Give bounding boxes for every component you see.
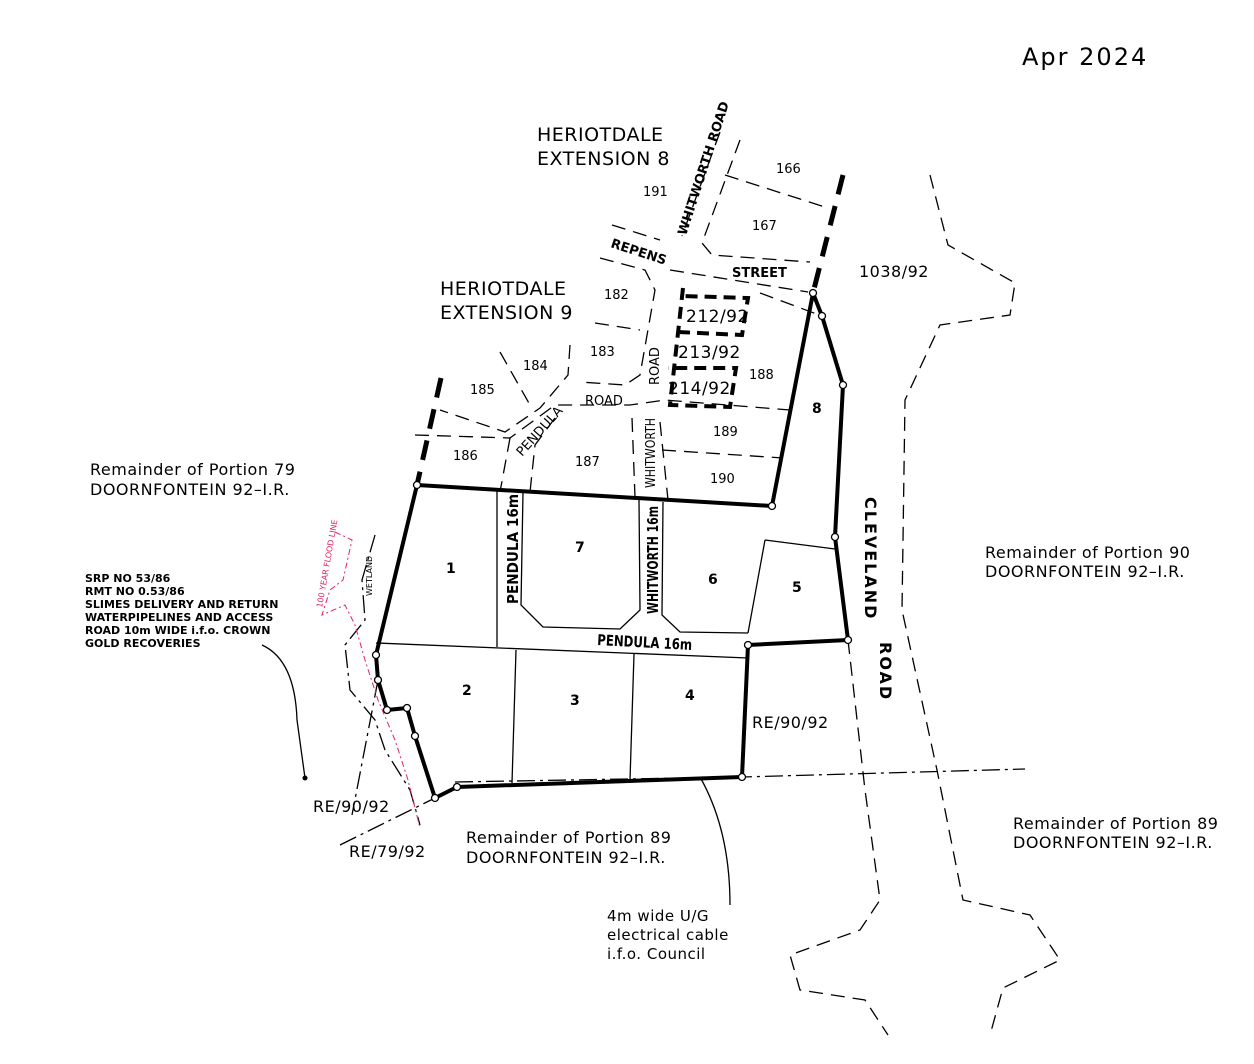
- pendula-label: PENDULA: [514, 404, 567, 460]
- cable-note-line1: 4m wide U/G: [607, 907, 709, 925]
- cable-leader: [699, 776, 731, 906]
- ext9-label-1: HERIOTDALE: [440, 278, 567, 300]
- re-90-92-west: RE/90/92: [313, 797, 390, 816]
- erf-191: 191: [643, 185, 668, 200]
- erf-186: 186: [453, 449, 478, 464]
- note-line: WATERPIPELINES AND ACCESS: [85, 611, 273, 624]
- boundary-extension-north: [810, 174, 846, 294]
- ext8-label-2: EXTENSION 8: [537, 148, 670, 170]
- servitude-note: SRP NO 53/86 RMT NO 0.53/86 SLIMES DELIV…: [85, 572, 278, 650]
- wetland-label: WETLAND: [365, 556, 374, 596]
- erf-185: 185: [470, 383, 495, 398]
- portion-214-92: 214/92: [668, 379, 731, 399]
- remainder-79-line1: Remainder of Portion 79: [90, 460, 295, 479]
- portion-212-213-214-outline: [667, 287, 751, 410]
- portion-1038-92: 1038/92: [859, 262, 929, 281]
- leader-dot: [302, 775, 308, 781]
- plan-date: Apr 2024: [1022, 43, 1148, 71]
- erf-189: 189: [713, 425, 738, 440]
- lot-6: 6: [708, 572, 718, 588]
- pendula-16m-vertical: PENDULA 16m: [504, 494, 522, 604]
- servitude-leader: [261, 644, 306, 779]
- erf-190: 190: [710, 472, 735, 487]
- note-line: SRP NO 53/86: [85, 572, 171, 585]
- lot-1: 1: [446, 561, 456, 577]
- flood-line: [321, 531, 421, 829]
- cleveland-label: CLEVELAND: [861, 497, 880, 620]
- re-90-92-east: RE/90/92: [752, 713, 829, 732]
- cleveland-road-east-edge: [901, 174, 1061, 1036]
- lot-8: 8: [812, 401, 822, 417]
- whitworth-label: WHITWORTH: [644, 418, 659, 488]
- note-line: ROAD 10m WIDE i.f.o. CROWN: [85, 624, 270, 637]
- note-line: GOLD RECOVERIES: [85, 637, 201, 650]
- erf-166: 166: [776, 162, 801, 177]
- whitworth-16m: WHITWORTH 16m: [644, 506, 662, 614]
- road-vertical-label: ROAD: [648, 347, 663, 385]
- note-line: SLIMES DELIVERY AND RETURN: [85, 598, 278, 611]
- erf-182: 182: [604, 288, 629, 303]
- heriotdale-street-lines: [414, 131, 829, 501]
- pendula-16m-horizontal: PENDULA 16m: [597, 631, 693, 654]
- whitworth-road-top-label: WHITWORTH ROAD: [676, 100, 733, 238]
- boundary-extension-west: [414, 377, 444, 486]
- flood-line-label: 100 YEAR FLOOD LINE: [315, 519, 339, 608]
- cable-note-line2: electrical cable: [607, 926, 729, 944]
- erf-183: 183: [590, 345, 615, 360]
- erf-187: 187: [575, 455, 600, 470]
- remainder-79-line2: DOORNFONTEIN 92–I.R.: [90, 480, 290, 499]
- remainder-90-line1: Remainder of Portion 90: [985, 543, 1190, 562]
- remainder-89-right-line2: DOORNFONTEIN 92–I.R.: [1013, 833, 1213, 852]
- street-label: STREET: [732, 266, 787, 281]
- ext9-label-2: EXTENSION 9: [440, 302, 573, 324]
- pendula-road-label: ROAD: [585, 394, 623, 409]
- erf-167: 167: [752, 219, 777, 234]
- erf-184: 184: [523, 359, 548, 374]
- lot-lines: [375, 490, 836, 784]
- remainder-89-center-line1: Remainder of Portion 89: [466, 828, 671, 847]
- repens-label: REPENS: [609, 237, 668, 269]
- remainder-89-center-line2: DOORNFONTEIN 92–I.R.: [466, 848, 666, 867]
- remainder-90-line2: DOORNFONTEIN 92–I.R.: [985, 562, 1185, 581]
- cleveland-road-west-edge: [789, 639, 889, 1036]
- wetland-line: [344, 534, 421, 826]
- lot-7: 7: [575, 540, 585, 556]
- note-line: RMT NO 0.53/86: [85, 585, 185, 598]
- portion-213-92: 213/92: [678, 343, 741, 363]
- remainder-89-right-line1: Remainder of Portion 89: [1013, 814, 1218, 833]
- ext8-label-1: HERIOTDALE: [537, 124, 664, 146]
- servitude-west-line: [339, 797, 436, 846]
- cleveland-road-label: ROAD: [876, 642, 895, 701]
- lot-5: 5: [792, 580, 802, 596]
- erf-188: 188: [749, 368, 774, 383]
- lot-4: 4: [685, 688, 695, 704]
- re-79-92: RE/79/92: [349, 842, 426, 861]
- cable-note-line3: i.f.o. Council: [607, 945, 706, 963]
- lot-2: 2: [462, 683, 472, 699]
- portion-212-92: 212/92: [686, 307, 749, 327]
- boundary-beacons: [371, 288, 853, 803]
- lot-3: 3: [570, 693, 580, 709]
- wetland-boundary-line: [351, 679, 379, 816]
